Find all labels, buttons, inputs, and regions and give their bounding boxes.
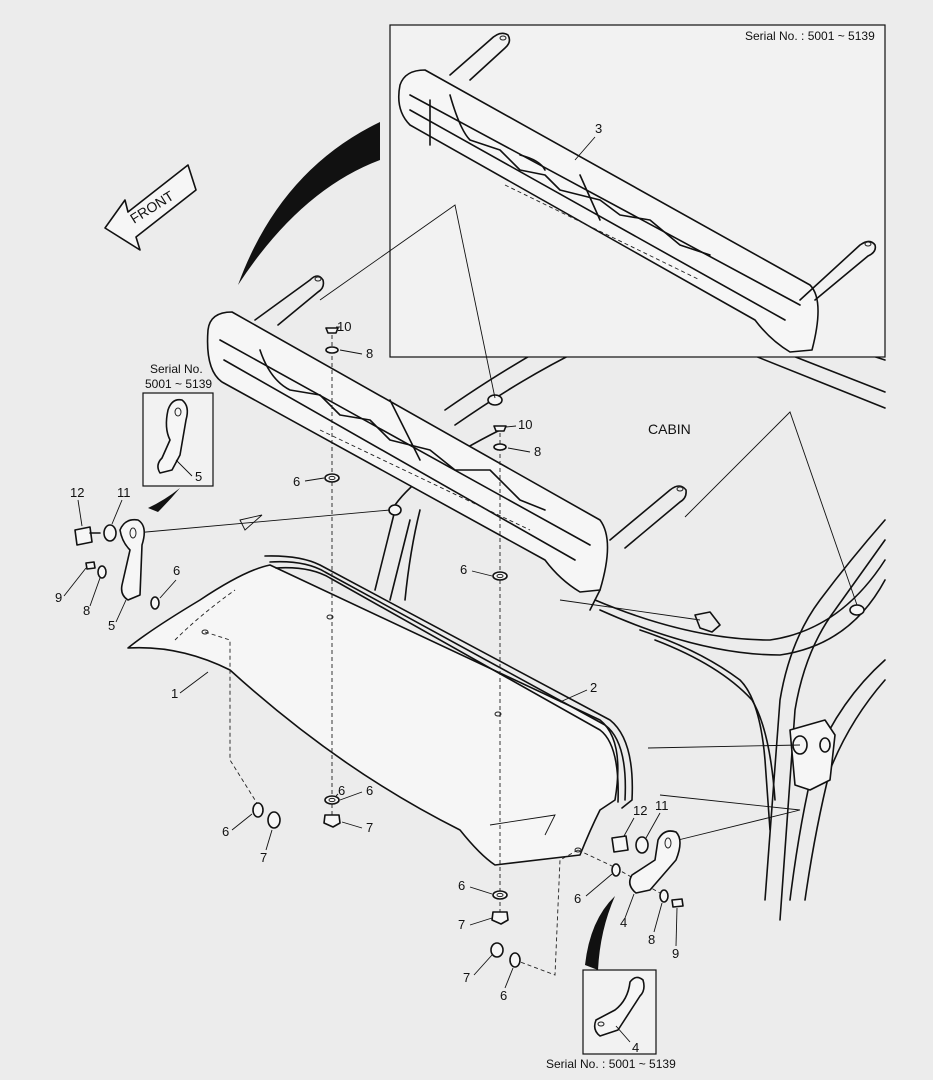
part-label-5-detail: 5 bbox=[195, 469, 202, 484]
part-label-6-a: 6 bbox=[293, 474, 300, 489]
part-label-8-a: 8 bbox=[366, 346, 373, 361]
detail-arrow-top bbox=[238, 122, 380, 285]
serial-number-top: Serial No. : 5001 ~ 5139 bbox=[745, 29, 875, 43]
part-label-11-b: 11 bbox=[655, 798, 669, 813]
part-label-6-g: 6 bbox=[500, 988, 507, 1003]
part-label-4: 4 bbox=[620, 915, 627, 930]
detail-box-part-4: 4 Serial No. : 5001 ~ 5139 bbox=[546, 896, 676, 1071]
part-label-9-a: 9 bbox=[55, 590, 62, 605]
part-label-12-a: 12 bbox=[70, 485, 84, 500]
part-label-1: 1 bbox=[171, 686, 178, 701]
part-label-6-d2: 6 bbox=[366, 783, 373, 798]
part-label-11-a: 11 bbox=[117, 485, 131, 500]
leader-detail-right bbox=[684, 411, 858, 606]
leader-clip bbox=[559, 599, 701, 621]
part-label-6-e: 6 bbox=[222, 824, 229, 839]
part-label-3: 3 bbox=[595, 121, 602, 136]
serial-number-left-line1: Serial No. bbox=[150, 362, 203, 376]
part-label-7-a: 7 bbox=[366, 820, 373, 835]
part-label-6-f: 6 bbox=[458, 878, 465, 893]
part-label-7-b: 7 bbox=[260, 850, 267, 865]
hardware bbox=[74, 327, 684, 968]
serial-number-left-line2: 5001 ~ 5139 bbox=[145, 377, 212, 391]
part-label-6-c: 6 bbox=[173, 563, 180, 578]
part-label-7-d: 7 bbox=[463, 970, 470, 985]
part-label-5: 5 bbox=[108, 618, 115, 633]
part-label-2: 2 bbox=[590, 680, 597, 695]
cover-panel bbox=[127, 555, 634, 866]
part-label-8-d: 8 bbox=[648, 932, 655, 947]
part-label-9-b: 9 bbox=[672, 946, 679, 961]
serial-number-bottom: Serial No. : 5001 ~ 5139 bbox=[546, 1057, 676, 1071]
part-callouts: 10 8 6 10 8 6 1 2 12 11 9 8 5 6 6 6 7 bbox=[55, 319, 679, 1003]
leader-detail-left bbox=[319, 204, 496, 399]
part-label-10-a: 10 bbox=[337, 319, 351, 334]
part-label-10-b: 10 bbox=[518, 417, 532, 432]
front-arrow: FRONT bbox=[104, 164, 197, 251]
detail-box-part-5: Serial No. 5001 ~ 5139 5 bbox=[142, 362, 214, 512]
part-label-6-h: 6 bbox=[574, 891, 581, 906]
part-label-7-c: 7 bbox=[458, 917, 465, 932]
part-label-12-b: 12 bbox=[633, 803, 647, 818]
part-label-6-d: 6 bbox=[338, 783, 345, 798]
part-label-4-detail: 4 bbox=[632, 1040, 639, 1055]
part-label-6-b: 6 bbox=[460, 562, 467, 577]
part-label-8-b: 8 bbox=[534, 444, 541, 459]
part-label-8-c: 8 bbox=[83, 603, 90, 618]
detail-box-part-3: Serial No. : 5001 ~ 5139 3 bbox=[389, 24, 886, 358]
cabin-label: CABIN bbox=[648, 421, 691, 437]
part-3-main bbox=[206, 275, 687, 611]
assembly-lines bbox=[134, 335, 801, 976]
